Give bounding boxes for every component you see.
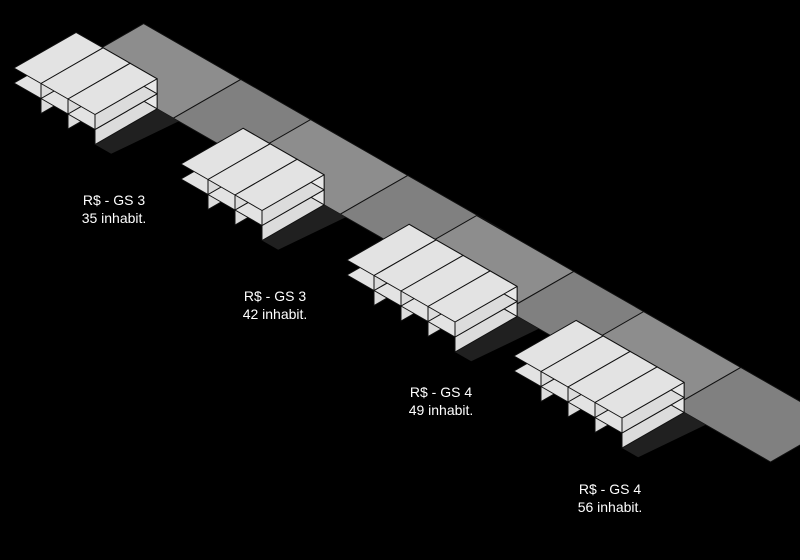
caption-building-3: R$ - GS 4 49 inhabit. bbox=[381, 383, 501, 419]
caption-building-1: R$ - GS 3 35 inhabit. bbox=[54, 191, 174, 227]
building-group-1 bbox=[13, 23, 339, 175]
building-block-top bbox=[594, 366, 685, 419]
caption-building-2: R$ - GS 3 42 inhabit. bbox=[215, 287, 335, 323]
building-type-label: R$ - GS 4 bbox=[578, 481, 642, 497]
inhabitants-label: 56 inhabit. bbox=[577, 499, 643, 515]
inhabitants-label: 35 inhabit. bbox=[81, 210, 147, 226]
building-type-label: R$ - GS 3 bbox=[82, 192, 146, 208]
inhabitants-label: 49 inhabit. bbox=[408, 402, 474, 418]
building-type-label: R$ - GS 4 bbox=[409, 384, 473, 400]
ground-shadow bbox=[95, 108, 179, 154]
ground-shadow bbox=[455, 316, 539, 362]
building-block-top bbox=[234, 158, 325, 211]
building-type-label: R$ - GS 3 bbox=[243, 288, 307, 304]
ground-shadow bbox=[622, 412, 706, 458]
caption-building-4: R$ - GS 4 56 inhabit. bbox=[550, 480, 670, 516]
inhabitants-label: 42 inhabit. bbox=[242, 306, 308, 322]
building-block-top bbox=[427, 270, 518, 323]
building-group-4 bbox=[513, 311, 800, 463]
ground-shadow bbox=[262, 204, 346, 250]
lot-front bbox=[672, 366, 800, 463]
building-block-top bbox=[67, 62, 158, 115]
